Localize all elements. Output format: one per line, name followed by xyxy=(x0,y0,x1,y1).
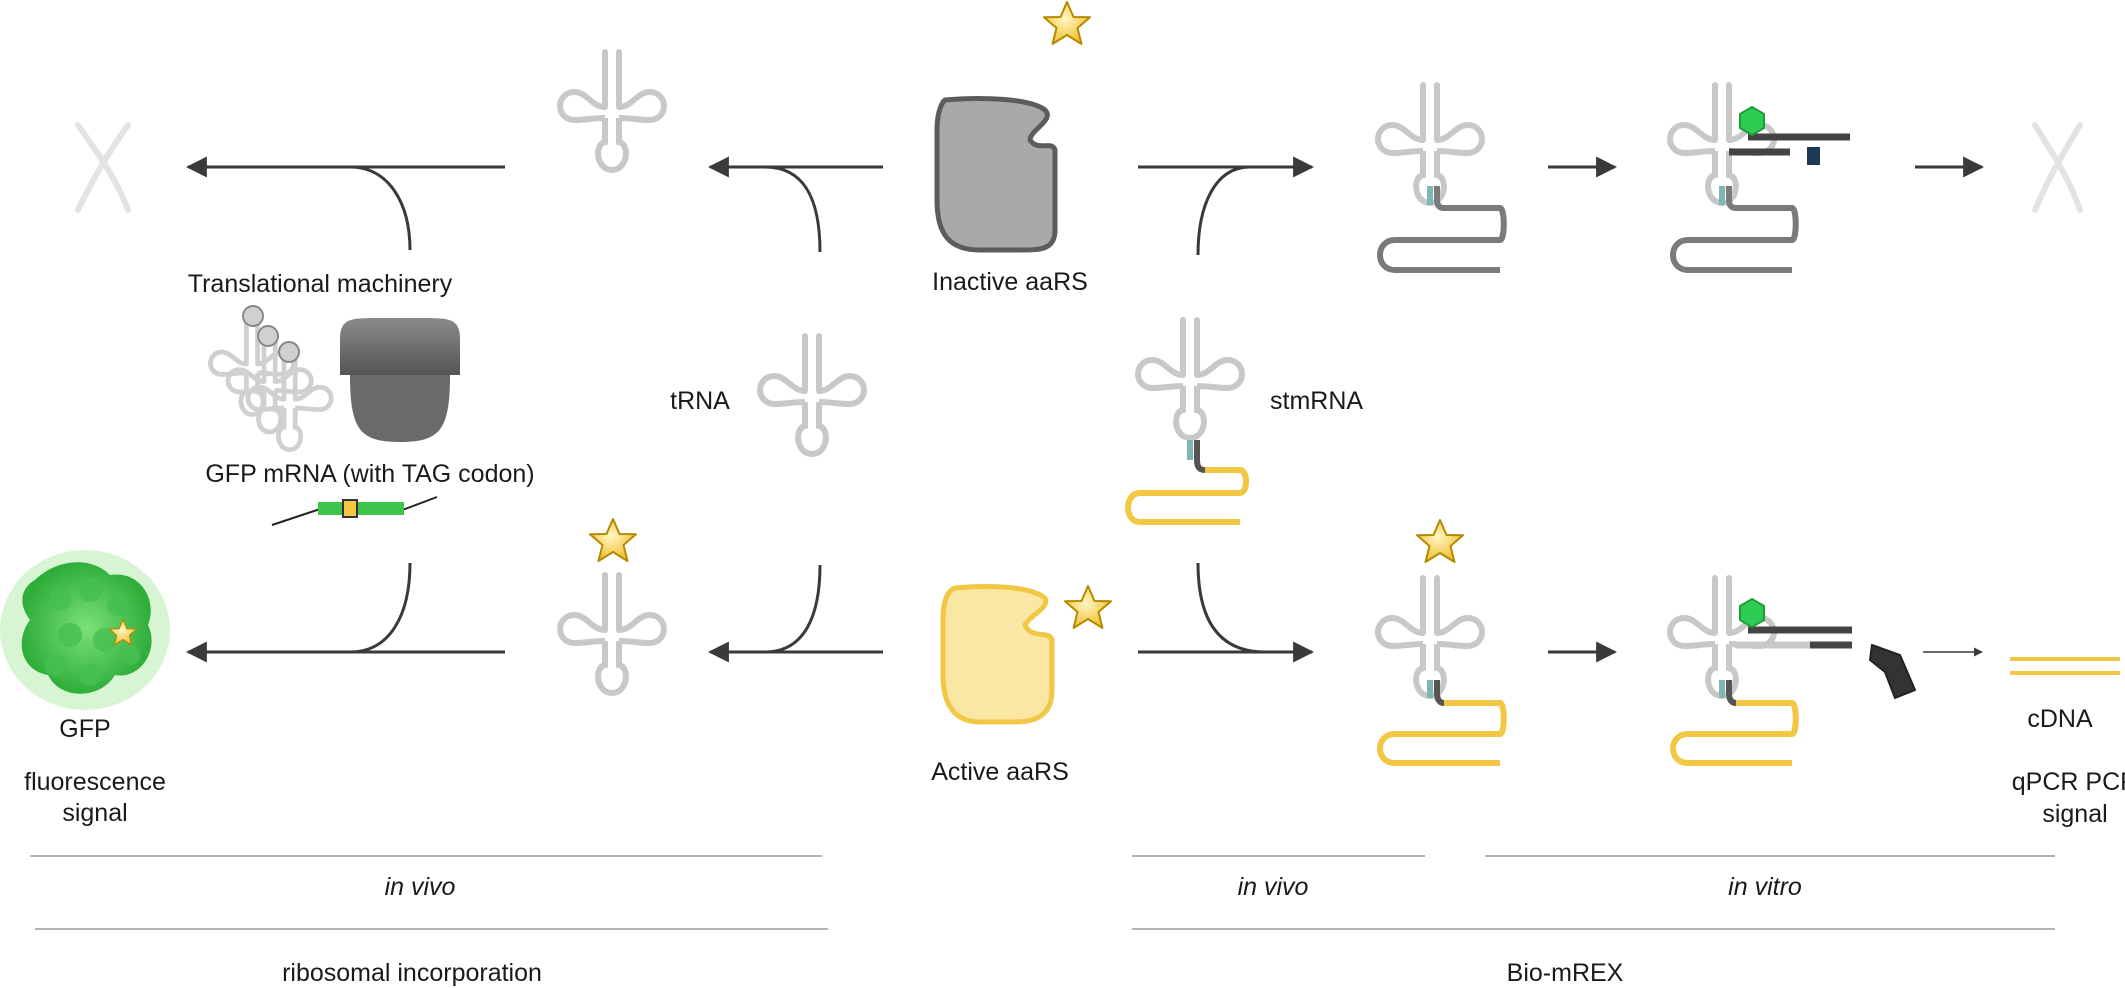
in-vivo-left-label: in vivo xyxy=(385,873,456,901)
fluorescence-label-1: fluorescence xyxy=(24,768,166,796)
fluorescence-label-2: signal xyxy=(62,799,127,827)
translational-machinery xyxy=(210,305,460,450)
arrow-bottom-mid-left xyxy=(707,564,883,663)
active-aars-shape xyxy=(940,584,1055,725)
qpcr-label-1: qPCR PCR xyxy=(2012,768,2125,796)
inactive-aars-shape xyxy=(934,96,1058,253)
gfp-mrna-label: GFP mRNA (with TAG codon) xyxy=(205,460,534,488)
gfp-protein xyxy=(0,550,170,710)
in-vivo-right-label: in vivo xyxy=(1238,873,1309,901)
arrow-bottom-left xyxy=(185,562,505,663)
arrow-bottom-right xyxy=(1138,562,1315,663)
stmrna-middle xyxy=(1125,320,1249,525)
trna-label: tRNA xyxy=(670,387,730,415)
faded-x-left xyxy=(75,122,131,213)
complex-bottom xyxy=(1670,578,1917,766)
stmrna-label: stmRNA xyxy=(1270,387,1363,415)
star-icon-active xyxy=(1064,585,1112,629)
bio-mrex-label: Bio-mREX xyxy=(1507,959,1624,987)
faded-x-right xyxy=(2032,122,2083,213)
translational-machinery-label: Translational machinery xyxy=(188,270,453,298)
arrow-top-right xyxy=(1138,156,1315,256)
inactive-aars-label: Inactive aaRS xyxy=(932,268,1088,296)
charged-stmrna-bottom xyxy=(1378,519,1507,766)
gfp-label: GFP xyxy=(59,715,110,743)
active-aars-label: Active aaRS xyxy=(931,758,1069,786)
in-vitro-label: in vitro xyxy=(1728,873,1802,901)
trna-top-left xyxy=(560,52,664,170)
complex-top xyxy=(1670,85,1850,273)
arrow-top-left xyxy=(185,156,505,251)
trna-middle xyxy=(760,336,864,454)
arrow-top-mid-left xyxy=(707,156,883,253)
cdna-label: cDNA xyxy=(2027,705,2093,733)
star-icon-top xyxy=(1043,1,1091,45)
ribosomal-incorporation-label: ribosomal incorporation xyxy=(282,959,542,987)
cdna-strands xyxy=(2010,657,2120,675)
charged-trna-bottom-left xyxy=(560,518,664,693)
gfp-mrna xyxy=(271,496,438,526)
stmrna-top-gray xyxy=(1378,85,1507,273)
qpcr-label-2: signal xyxy=(2042,800,2107,828)
